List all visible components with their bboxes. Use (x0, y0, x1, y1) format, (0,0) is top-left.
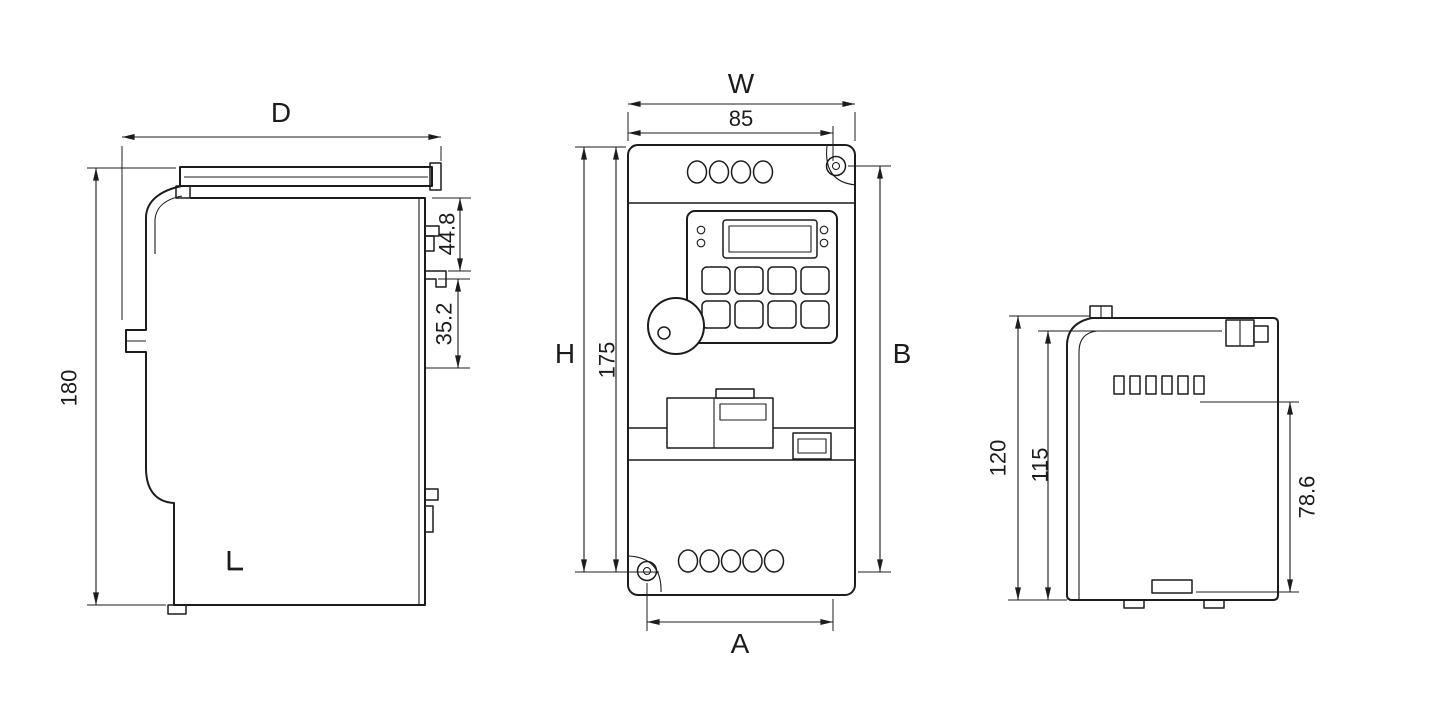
top-vent-hole (752, 160, 774, 184)
dim-label-mount-height: B (893, 338, 912, 369)
front-view-part (627, 144, 857, 596)
bottom-mount-hole-center (642, 566, 652, 576)
keypad-button (701, 266, 731, 295)
bottom-vent-hole (699, 549, 720, 573)
dim-label-width: W (728, 68, 755, 99)
terminal-slot (1129, 375, 1141, 395)
front-view: W 85 H 175 B A (555, 68, 911, 659)
rear-lower-clip-b (424, 505, 434, 533)
dim-label-115: 115 (1028, 447, 1053, 482)
dim-label-44-8: 44.8 (435, 213, 460, 256)
keypad-button (767, 266, 797, 295)
keypad-button (767, 300, 797, 329)
connector-slot (797, 438, 827, 454)
top-mount-hole (825, 155, 847, 177)
keypad-button (701, 300, 731, 329)
dim-label-height: H (555, 338, 575, 369)
dim-label-85: 85 (729, 106, 753, 131)
rear-hook (425, 270, 447, 288)
rear-view-dimensions: 120 115 78.6 (986, 315, 1320, 601)
terminal-slot (1113, 375, 1125, 395)
bottom-vent-hole (677, 549, 699, 573)
dim-label-mount-width-a: A (731, 628, 750, 659)
top-vent-hole (686, 160, 708, 184)
bottom-foot (1203, 599, 1225, 609)
top-vent-hole (708, 160, 730, 184)
bottom-foot (1123, 599, 1145, 609)
dim-label-120: 120 (986, 440, 1011, 477)
bottom-mount-hole (636, 560, 658, 582)
status-led (696, 225, 706, 235)
bottom-vent-hole (763, 549, 785, 573)
side-vent-louvers (166, 244, 216, 362)
bottom-vent-hole (720, 549, 742, 573)
rail-right-tab (429, 162, 442, 191)
bottom-slot (1151, 579, 1193, 594)
body-inner-curve (154, 195, 183, 254)
bottom-vent-hole (742, 549, 763, 573)
rear-inner-wall-line (1078, 330, 1222, 600)
keypad-button (800, 300, 830, 329)
top-right-tab (1253, 325, 1269, 343)
terminal-slot (1177, 375, 1189, 395)
top-mount-bracket (826, 145, 857, 186)
dim-label-depth: D (271, 97, 291, 128)
knob-pointer (657, 326, 671, 340)
top-rail (179, 166, 433, 187)
top-mount-hole-center (831, 161, 841, 171)
rear-lower-clip-a (424, 488, 439, 501)
vent-grille (1098, 431, 1260, 573)
keypad-bezel (686, 210, 838, 344)
status-led (819, 225, 829, 235)
rear-upper-clip-b (424, 235, 435, 252)
terminal-block-slot (719, 403, 767, 421)
front-view-dimensions: W 85 H 175 B A (555, 68, 911, 659)
keypad-button (800, 266, 830, 295)
keypad-button (734, 266, 764, 295)
terminal-slot (1161, 375, 1173, 395)
l-mark (227, 551, 243, 571)
bottom-foot (167, 604, 187, 615)
keypad-button (734, 300, 764, 329)
side-view-part (125, 162, 447, 615)
potentiometer-knob (647, 297, 705, 355)
dim-label-78-6: 78.6 (1295, 476, 1320, 519)
rear-body-outline (1066, 317, 1279, 601)
terminal-slot (1145, 375, 1157, 395)
side-view: D 180 44.8 35.2 (57, 97, 471, 615)
terminal-slot (1193, 375, 1205, 395)
display-screen (728, 225, 812, 253)
bottom-mount-bracket (628, 555, 662, 593)
rear-view-part (1066, 305, 1279, 609)
status-led (819, 238, 829, 248)
rail-left-tab (175, 185, 191, 199)
dim-label-35-2: 35.2 (432, 303, 457, 346)
status-led (696, 238, 706, 248)
display-frame (722, 219, 818, 259)
dim-label-height-180: 180 (57, 370, 82, 407)
top-vent-hole (730, 160, 752, 184)
rear-view: 120 115 78.6 (986, 305, 1320, 609)
side-view-dimensions: D 180 44.8 35.2 (57, 97, 471, 606)
body-outline (125, 185, 426, 606)
connector-block (792, 432, 832, 460)
front-body-outline (627, 144, 856, 596)
terminal-block-tab (715, 388, 755, 399)
